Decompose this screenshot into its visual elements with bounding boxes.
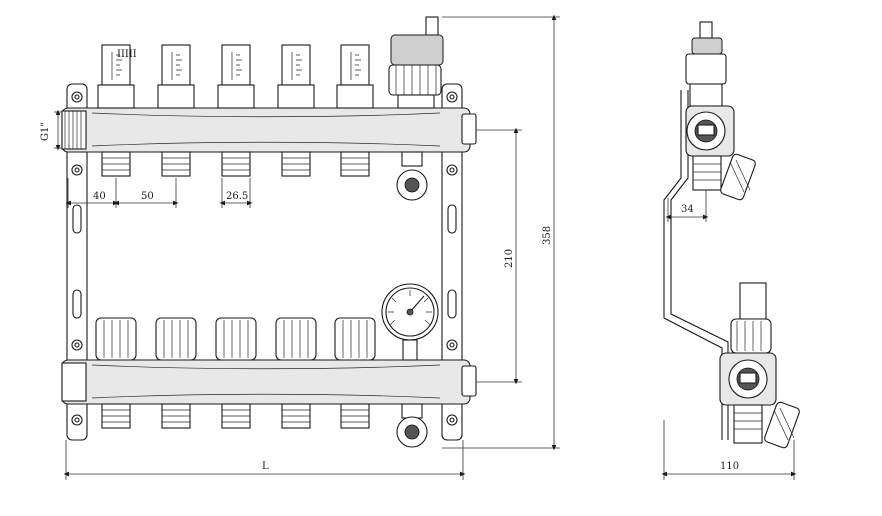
dim-spacing: 40 50 — [65, 178, 179, 208]
flowmeter — [277, 44, 315, 109]
right-bracket — [441, 83, 463, 441]
dim-length: L — [63, 440, 466, 480]
dim-side-offset: 34 — [665, 190, 709, 222]
flowmeter: IIIII — [97, 44, 137, 109]
dim-side-depth-label: 110 — [720, 461, 739, 472]
flowmeter — [217, 44, 255, 109]
side-top-bar — [685, 105, 756, 201]
dim-nut: 26.5 — [219, 178, 253, 208]
dim-side-offset-label: 34 — [681, 204, 694, 215]
dim-height-label: 358 — [542, 226, 553, 245]
flowmeter — [336, 44, 374, 109]
dim-height: 358 — [442, 14, 560, 451]
dim-thread-label: G1" — [40, 122, 51, 141]
supply-bar — [61, 107, 477, 153]
valve-caps — [95, 317, 376, 361]
front-view: IIIII — [40, 14, 560, 480]
return-bar — [61, 359, 477, 405]
side-bottom-bar — [719, 282, 800, 449]
svg-text:IIIII: IIIII — [117, 49, 137, 60]
side-view: 34 110 — [661, 21, 800, 480]
bottom-outlets — [101, 403, 428, 448]
flowmeter — [157, 44, 195, 109]
dim-spacing-pitch-label: 50 — [141, 191, 154, 202]
dim-spacing-first-label: 40 — [93, 191, 106, 202]
dim-thread: G1" — [40, 109, 62, 151]
pressure-gauge — [381, 283, 439, 361]
dim-nut-label: 26.5 — [226, 191, 248, 202]
dim-axis-label: 210 — [504, 249, 515, 268]
dim-side-depth: 110 — [661, 420, 797, 480]
air-vent — [388, 16, 444, 109]
flowmeters: IIIII — [97, 44, 374, 109]
top-outlets — [101, 151, 428, 201]
dim-axis: 210 — [476, 127, 522, 385]
left-bracket — [66, 83, 88, 441]
dim-length-label: L — [262, 461, 269, 472]
